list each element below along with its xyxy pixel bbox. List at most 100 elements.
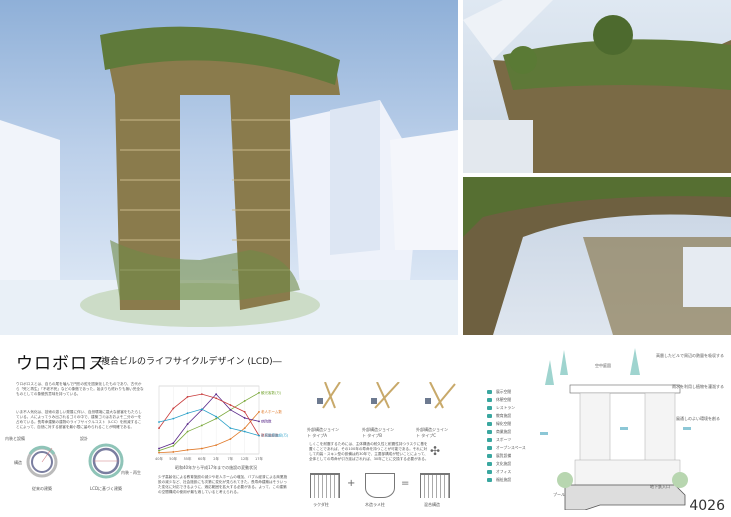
legend-item: 展覧設備 xyxy=(487,452,547,460)
series-line xyxy=(158,408,260,437)
legend-swatch-icon xyxy=(487,414,492,418)
diagram-label: 設計 xyxy=(80,436,88,441)
x-tick-label: 50年 xyxy=(169,456,177,461)
joint-detail-icon: ✣ xyxy=(430,444,441,458)
column-type-c xyxy=(420,473,450,498)
series-line xyxy=(158,393,260,449)
aerial-rendering xyxy=(463,0,731,173)
entry-number: 4026 xyxy=(689,498,725,514)
legend-swatch-icon xyxy=(487,398,492,402)
plot-area xyxy=(158,385,260,455)
equals-sign: = xyxy=(401,478,410,489)
series-label: 教育施設数 xyxy=(261,433,279,438)
annotation-subway: 地下鉄入口 xyxy=(650,484,670,489)
data-point xyxy=(215,397,218,400)
legend-swatch-icon xyxy=(487,422,492,426)
series-line xyxy=(158,411,260,454)
data-point xyxy=(229,404,232,406)
annotation-rainwater: 雨水を利用し植物を灌漑する xyxy=(672,384,724,389)
diagram-label: 構造 xyxy=(14,460,22,465)
data-point xyxy=(229,438,232,440)
legend-label: 教育施設 xyxy=(496,413,512,418)
column-type-b xyxy=(365,473,395,498)
data-point xyxy=(186,449,189,451)
column-type-a xyxy=(310,473,340,498)
data-point xyxy=(186,430,189,433)
data-point xyxy=(243,417,246,419)
annotation-heat: 高層したビルで周辺の熱量を吸収する xyxy=(656,353,724,358)
annotation-pool: プール xyxy=(553,492,565,497)
data-point xyxy=(243,430,246,433)
legend-label: オープンスペース xyxy=(496,445,526,450)
legend-label: 休憩空間 xyxy=(496,397,512,402)
legend-label: 展覧設備 xyxy=(496,453,512,458)
annotation-sky-garden: 空中庭園 xyxy=(595,363,611,368)
data-point xyxy=(172,444,175,447)
series-line xyxy=(158,392,260,451)
data-point xyxy=(215,393,218,396)
closeup-rendering xyxy=(463,177,731,335)
legend-label: 緑化空間 xyxy=(496,421,512,426)
data-point xyxy=(158,427,160,430)
x-tick-label: 40年 xyxy=(155,456,163,461)
data-point xyxy=(258,434,260,437)
legend-label: 福祉施設 xyxy=(496,477,512,482)
data-point xyxy=(158,421,160,423)
column-type-a-label: ラクダ柱 xyxy=(313,502,329,507)
data-point xyxy=(200,447,203,450)
data-point xyxy=(200,408,203,411)
main-rendering xyxy=(0,0,458,335)
intro-paragraph-2: いま不人気化は、技術の激しい発展に伴い、自然環境に甚大な被害をもたらしている。人… xyxy=(16,410,142,429)
legend-swatch-icon xyxy=(487,390,492,394)
data-point xyxy=(200,393,203,396)
joint-a-label: 外部構造ジョイント タイプA xyxy=(307,427,339,438)
data-point xyxy=(186,412,189,415)
plus-sign: + xyxy=(347,478,356,489)
joint-diagrams xyxy=(305,381,475,422)
data-point xyxy=(172,442,175,445)
x-tick-label: 12年 xyxy=(241,456,249,461)
chart-description: 少子高齢化による教育施設の減少や老人ホームの増加、バブル経済による商業施設の減少… xyxy=(158,475,288,494)
legend-swatch-icon xyxy=(487,454,492,458)
data-point xyxy=(243,427,246,430)
legend-item: オープンスペース xyxy=(487,444,547,452)
legend-swatch-icon xyxy=(487,462,492,466)
section-legend: 展示空間休憩空間レストラン教育施設緑化空間商業施設スポーツオープンスペース展覧設… xyxy=(487,388,547,484)
legend-item: 福祉施設 xyxy=(487,476,547,484)
joint-c-label: 外部構造ジョイント タイプC xyxy=(416,427,448,438)
x-tick-label: 2年 xyxy=(213,456,219,461)
legend-label: オフィス xyxy=(496,469,512,474)
joint-b-label: 外部構造ジョイント タイプB xyxy=(362,427,394,438)
data-point xyxy=(229,408,232,411)
page-title: ウロボロス xyxy=(16,354,106,374)
data-point xyxy=(258,391,260,394)
diagram-label: 内装と設備 xyxy=(5,436,25,441)
legend-item: レストラン xyxy=(487,404,547,412)
x-tick-label: 7年 xyxy=(228,456,234,461)
legend-swatch-icon xyxy=(487,438,492,442)
legend-item: 文化施設 xyxy=(487,460,547,468)
legend-item: 緑化空間 xyxy=(487,420,547,428)
tower-illustration xyxy=(0,26,458,335)
data-point xyxy=(172,451,175,453)
column-type-b-label: 木造ラメ柱 xyxy=(365,502,385,507)
series-label: 小児医療施設(万) xyxy=(261,433,289,438)
legend-label: レストラン xyxy=(496,405,515,410)
intro-paragraph-1: ウロボロスとは、自らの尾を噛んで円形の蛇を図案化したものであり、古代から「死と再… xyxy=(16,382,144,396)
legend-swatch-icon xyxy=(487,446,492,450)
series-label: 観光客数(万) xyxy=(261,390,282,395)
x-tick-label: 17年 xyxy=(255,456,263,461)
conventional-caption: 従来の建築 xyxy=(32,486,52,491)
legend-item: オフィス xyxy=(487,468,547,476)
x-tick-label: 55年 xyxy=(184,456,192,461)
data-point xyxy=(243,410,246,413)
data-point xyxy=(243,400,246,402)
data-point xyxy=(186,395,189,398)
lcd-cycle-diagram: LCDに基づく建築 xyxy=(78,440,134,492)
annotation-ventilation: 風通しのよい環境を創る xyxy=(676,416,720,421)
page-subtitle: ―複合ビルのライフサイクルデザイン (LCD)― xyxy=(92,357,282,367)
section-drawing xyxy=(540,345,700,511)
legend-item: 休憩空間 xyxy=(487,396,547,404)
legend-swatch-icon xyxy=(487,470,492,474)
legend-swatch-icon xyxy=(487,430,492,434)
